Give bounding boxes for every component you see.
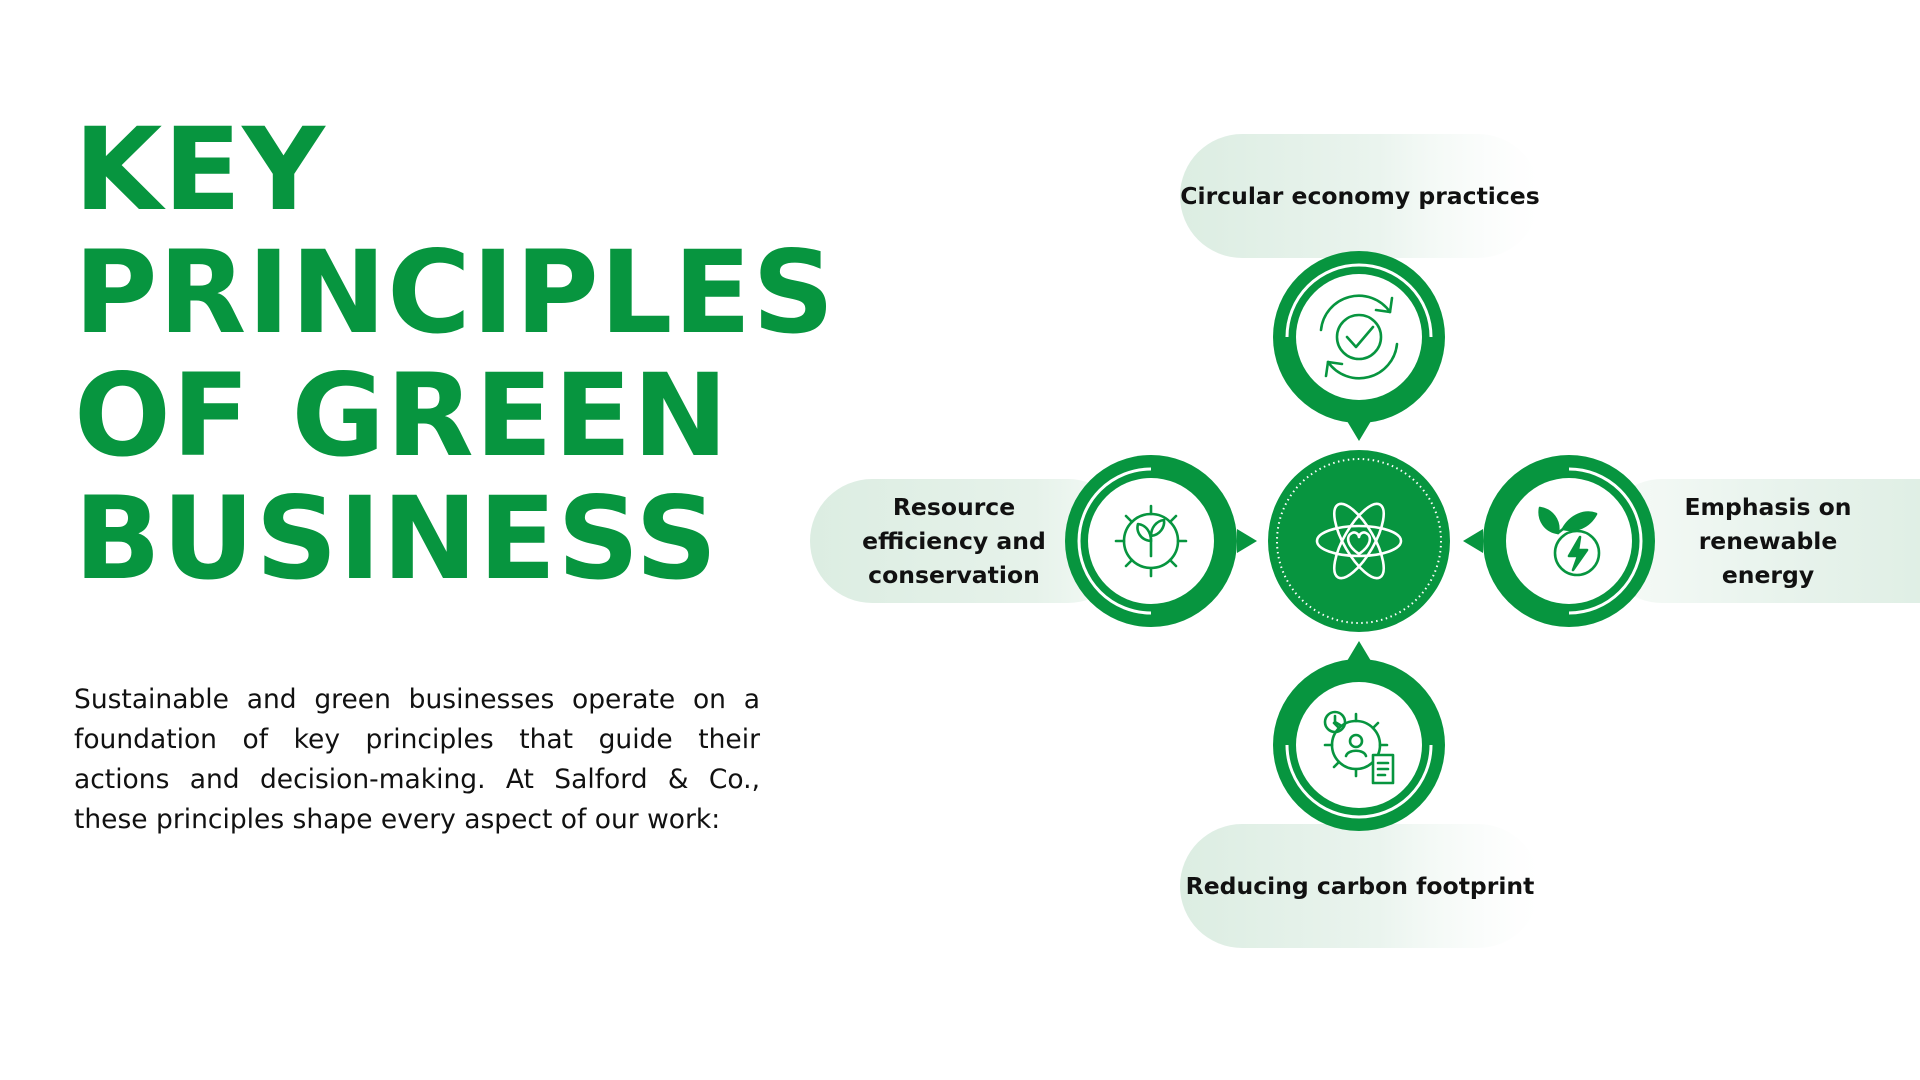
title-line: BUSINESS	[74, 472, 719, 605]
title-line: KEY	[74, 103, 326, 236]
atom-heart-icon	[1315, 502, 1403, 580]
node-carbon-footprint	[1273, 641, 1445, 831]
node-resource-efficiency	[1065, 455, 1257, 627]
title-line: PRINCIPLES	[74, 226, 836, 359]
person-gear-document-icon	[1323, 710, 1395, 785]
page-title: KEY PRINCIPLES OF GREEN BUSINESS	[74, 103, 836, 605]
pill-right	[1600, 479, 1920, 603]
pill-top	[1180, 134, 1540, 258]
intro-paragraph: Sustainable and green businesses operate…	[74, 684, 760, 835]
gear-sprout-icon	[1114, 504, 1188, 578]
node-circular-economy	[1273, 251, 1445, 441]
principle-label-right: Emphasis on renewable energy	[1684, 493, 1852, 589]
node-renewable-energy	[1463, 455, 1655, 627]
hub-node	[1268, 450, 1450, 632]
principle-label-bottom: Reducing carbon footprint	[1185, 872, 1535, 900]
leaf-energy-icon	[1538, 506, 1601, 577]
title-line: OF GREEN	[74, 349, 729, 482]
pill-bottom	[1180, 824, 1540, 948]
principle-label-left: Resource efficiency and conservation	[862, 493, 1046, 589]
recycle-check-icon	[1319, 294, 1399, 380]
principle-label-top: Circular economy practices	[1180, 182, 1540, 210]
pill-left	[810, 479, 1130, 603]
